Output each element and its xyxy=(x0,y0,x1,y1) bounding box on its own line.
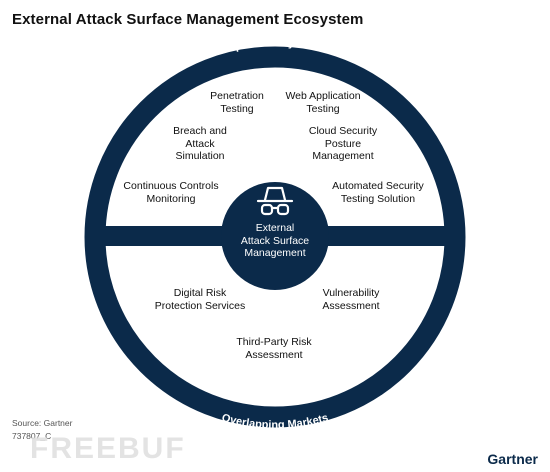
market-vulnerability-assessment: Vulnerability Assessment xyxy=(322,287,380,312)
gartner-logo: Gartner xyxy=(487,451,538,467)
source-note: Source: Gartner xyxy=(12,418,73,428)
center-circle xyxy=(221,182,329,290)
market-breach-attack-simulation: Breach and Attack Simulation xyxy=(173,125,227,162)
market-third-party-risk: Third-Party Risk Assessment xyxy=(236,336,312,361)
incognito-glasses-icon xyxy=(256,186,294,216)
document-id: 737807_C xyxy=(12,431,52,441)
watermark-text: FREEBUF xyxy=(30,432,186,465)
diagram-title: External Attack Surface Management Ecosy… xyxy=(12,11,364,28)
market-cloud-security-posture: Cloud Security Posture Management xyxy=(308,125,378,162)
center-label: External Attack Surface Management xyxy=(240,222,310,259)
market-penetration-testing: Penetration Testing xyxy=(210,90,264,115)
market-automated-security-testing: Automated Security Testing Solution xyxy=(332,180,424,205)
market-web-application-testing: Web Application Testing xyxy=(285,90,361,115)
market-continuous-controls-monitoring: Continuous Controls Monitoring xyxy=(123,180,219,205)
market-digital-risk-protection: Digital Risk Protection Services xyxy=(154,287,246,312)
